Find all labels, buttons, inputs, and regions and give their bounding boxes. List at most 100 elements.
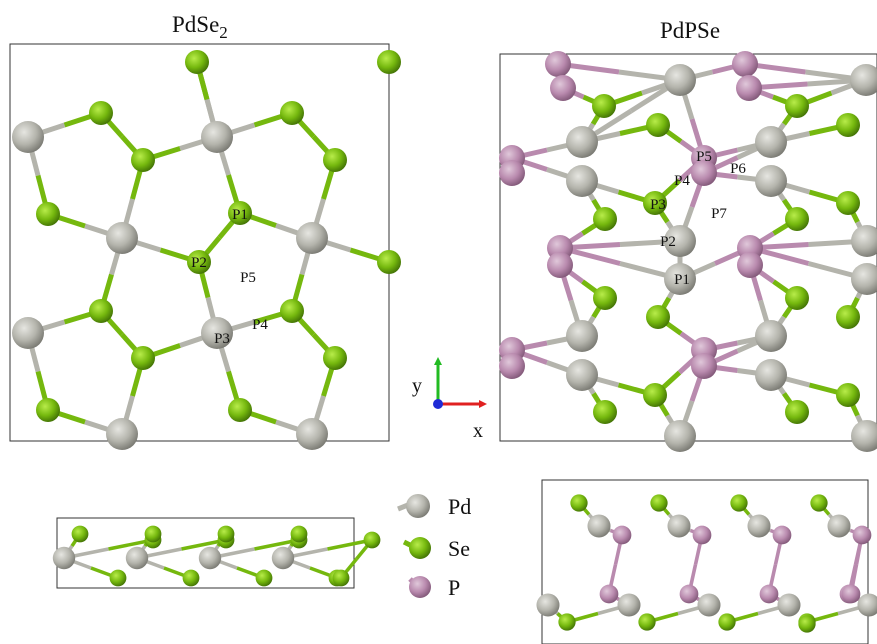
- pdse2-side-pd-atom: [198, 546, 222, 570]
- pdpse-se-atom: [785, 400, 809, 424]
- pdpse-p-atom: [545, 51, 571, 77]
- pdpse-label-p6: P6: [730, 161, 746, 177]
- pdpse-pd-atom: [850, 64, 877, 96]
- pdse2-se-atom: [323, 346, 347, 370]
- pdpse-label-p2: P2: [660, 234, 676, 250]
- z-axis-dot: [433, 399, 443, 409]
- pdpse-se-atom: [643, 383, 667, 407]
- pdse2-se-atom: [89, 101, 113, 125]
- pdpse-side-pd-atom: [827, 514, 851, 538]
- pdse2-se-atom: [377, 250, 401, 274]
- legend-item-p: P: [408, 575, 460, 600]
- p-atom-swatch: [409, 576, 431, 598]
- pdpse-pd-atom: [755, 320, 787, 352]
- legend-label-se: Se: [448, 536, 470, 561]
- legend: Pd Se P: [397, 494, 471, 600]
- axis-triad: x y: [412, 357, 487, 442]
- pdpse-pd-atom: [664, 263, 696, 295]
- pdse2-side-se-atom: [71, 525, 89, 543]
- pdpse-title: PdPSe: [660, 18, 720, 43]
- pdse2-label-p5: P5: [240, 270, 256, 286]
- pdpse-se-atom: [593, 207, 617, 231]
- pdpse-p-atom: [691, 160, 717, 186]
- pdpse-se-atom: [593, 400, 617, 424]
- pdpse-p-atom: [691, 353, 717, 379]
- pdpse-side-p-atom: [841, 584, 861, 604]
- pdpse-pd-atom: [566, 165, 598, 197]
- pdse2-se-atom: [377, 50, 401, 74]
- pdse2-site-labels: P1 P2 P3 P4 P5: [191, 207, 268, 347]
- pdpse-p-atom: [732, 51, 758, 77]
- pdse2-se-atom: [187, 250, 211, 274]
- pdse2-se-atom: [36, 398, 60, 422]
- y-axis-label: y: [412, 375, 422, 397]
- pdpse-se-atom: [836, 383, 860, 407]
- pdpse-pd-atom: [851, 263, 877, 295]
- pdpse-se-atom: [785, 286, 809, 310]
- pdpse-pd-atom: [566, 320, 598, 352]
- pdpse-pd-atom: [755, 359, 787, 391]
- pdpse-top-view: [499, 51, 877, 452]
- pdse2-side-view: [52, 525, 381, 587]
- x-axis-label: x: [473, 420, 483, 442]
- pdse2-label-p1: P1: [232, 207, 248, 223]
- pdpse-pd-atom: [664, 225, 696, 257]
- pdpse-p-atom: [550, 75, 576, 101]
- pdpse-side-pd-atom: [697, 593, 721, 617]
- pdpse-side-p-atom: [852, 525, 872, 545]
- pdpse-side-se-atom: [638, 613, 656, 631]
- pdpse-side-se-atom: [730, 494, 748, 512]
- pdse2-pd-atom: [12, 121, 44, 153]
- pdse2-se-atom: [89, 299, 113, 323]
- pdse2-se-atom: [185, 50, 209, 74]
- pdpse-side-pd-atom: [587, 514, 611, 538]
- pdse2-label-p2: P2: [191, 255, 207, 271]
- pdse2-se-atom: [131, 148, 155, 172]
- pdpse-se-atom: [836, 191, 860, 215]
- pdse2-se-atom: [280, 299, 304, 323]
- pdse2-label-p3: P3: [214, 331, 230, 347]
- pdpse-side-p-atom: [679, 584, 699, 604]
- pdpse-pd-atom: [851, 225, 877, 257]
- legend-item-se: Se: [402, 536, 470, 561]
- pdpse-label-p1: P1: [674, 272, 690, 288]
- pdpse-side-pd-atom: [777, 593, 801, 617]
- pdpse-se-atom: [785, 207, 809, 231]
- pdpse-pd-atom: [566, 359, 598, 391]
- pdpse-se-atom: [643, 191, 667, 215]
- pdpse-se-atom: [593, 286, 617, 310]
- pdse2-pd-atom: [201, 121, 233, 153]
- pdpse-se-atom: [836, 305, 860, 329]
- pdse2-pd-atom: [12, 317, 44, 349]
- pdpse-site-labels: P1 P2 P3 P4 P5 P6 P7: [650, 149, 746, 288]
- pdse2-side-se-atom: [290, 525, 308, 543]
- pdpse-side-se-atom: [650, 494, 668, 512]
- pdse2-side-se-atom: [217, 525, 235, 543]
- pdpse-label-p5: P5: [696, 149, 712, 165]
- pdpse-p-atom: [736, 75, 762, 101]
- pdpse-p-atom: [499, 353, 525, 379]
- pdse2-pd-atom: [201, 317, 233, 349]
- pdpse-p-atom: [499, 160, 525, 186]
- pdpse-side-se-atom: [570, 494, 588, 512]
- legend-label-pd: Pd: [448, 494, 471, 519]
- legend-item-pd: Pd: [397, 494, 471, 519]
- pdpse-side-se-atom: [558, 613, 576, 631]
- pdse2-side-se-atom: [363, 531, 381, 549]
- pdse2-top-view: [12, 50, 401, 450]
- pdpse-side-pd-atom: [747, 514, 771, 538]
- pdpse-side-p-atom: [772, 525, 792, 545]
- pdse2-title: PdSe2: [172, 12, 228, 42]
- pdse2-se-atom: [36, 202, 60, 226]
- pdpse-side-se-atom: [810, 494, 828, 512]
- pdse2-side-pd-atom: [52, 546, 76, 570]
- pdse2-se-atom: [228, 201, 252, 225]
- pdpse-label-p3: P3: [650, 197, 666, 213]
- pdpse-side-p-atom: [759, 584, 779, 604]
- pdse2-label-p4: P4: [252, 317, 268, 333]
- pdse2-side-se-atom: [109, 569, 127, 587]
- pdpse-side-se-atom: [718, 613, 736, 631]
- pdpse-pd-atom: [755, 126, 787, 158]
- pdse2-pd-atom: [106, 222, 138, 254]
- pdse2-pd-atom: [296, 418, 328, 450]
